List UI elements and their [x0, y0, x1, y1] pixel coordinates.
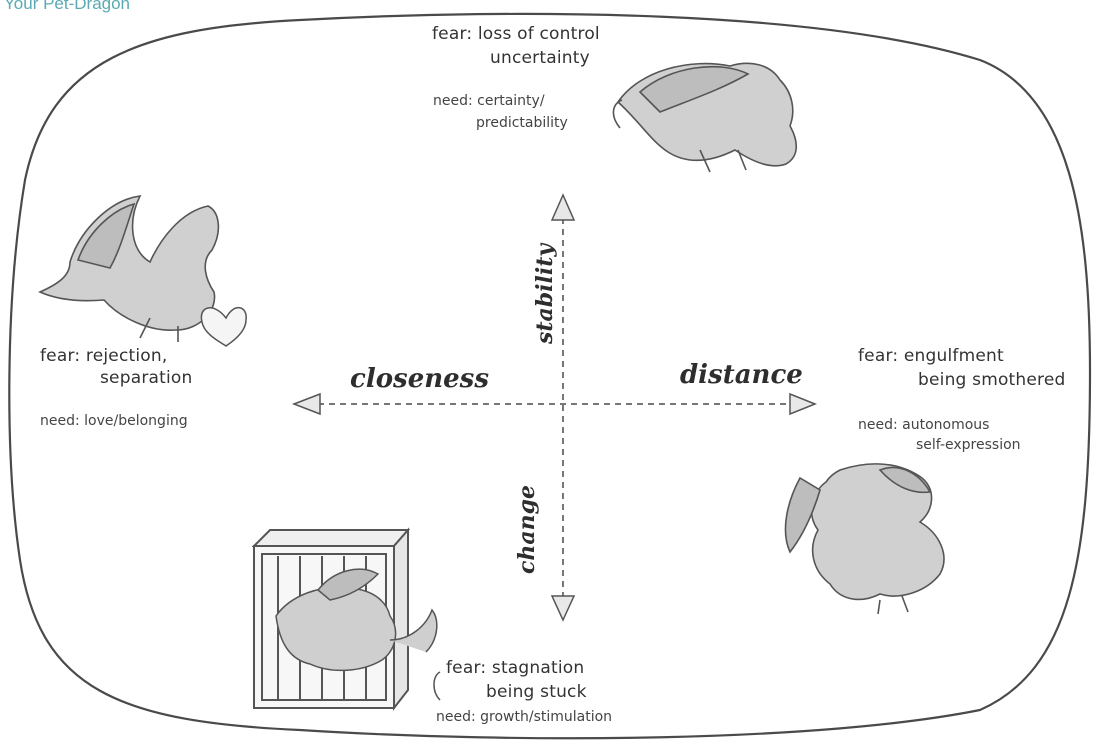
axis-label-distance: distance — [680, 362, 803, 389]
right-fear-line2: being smothered — [918, 372, 1066, 390]
bottom-fear-line1: fear: stagnation — [446, 660, 584, 678]
bracket-icon — [434, 672, 440, 700]
dragon-heart-icon — [40, 196, 218, 342]
bottom-need: need: growth/stimulation — [436, 710, 612, 725]
top-need-line1: need: certainty/ — [433, 94, 545, 109]
axis-label-closeness: closeness — [350, 366, 489, 393]
top-fear-line2: uncertainty — [490, 50, 590, 68]
top-need-line2: predictability — [476, 116, 568, 131]
arrow-down-icon — [552, 596, 574, 620]
left-fear-line1: fear: rejection, — [40, 348, 167, 366]
axis-label-stability: stability — [534, 244, 557, 344]
arrow-left-icon — [294, 394, 320, 414]
dragon-flying-icon — [613, 63, 796, 172]
dragon-twisting-icon — [785, 464, 943, 614]
left-fear-line2: separation — [100, 370, 193, 388]
right-fear-line1: fear: engulfment — [858, 348, 1004, 366]
axis-label-change: change — [516, 485, 539, 574]
top-fear-line1: fear: loss of control — [432, 26, 600, 44]
left-need: need: love/belonging — [40, 414, 188, 429]
arrow-up-icon — [552, 195, 574, 220]
heart-icon — [201, 308, 246, 346]
right-need-line2: self-expression — [916, 438, 1021, 453]
bottom-fear-line2: being stuck — [486, 684, 587, 702]
arrow-right-icon — [790, 394, 815, 414]
right-need-line1: need: autonomous — [858, 418, 989, 433]
